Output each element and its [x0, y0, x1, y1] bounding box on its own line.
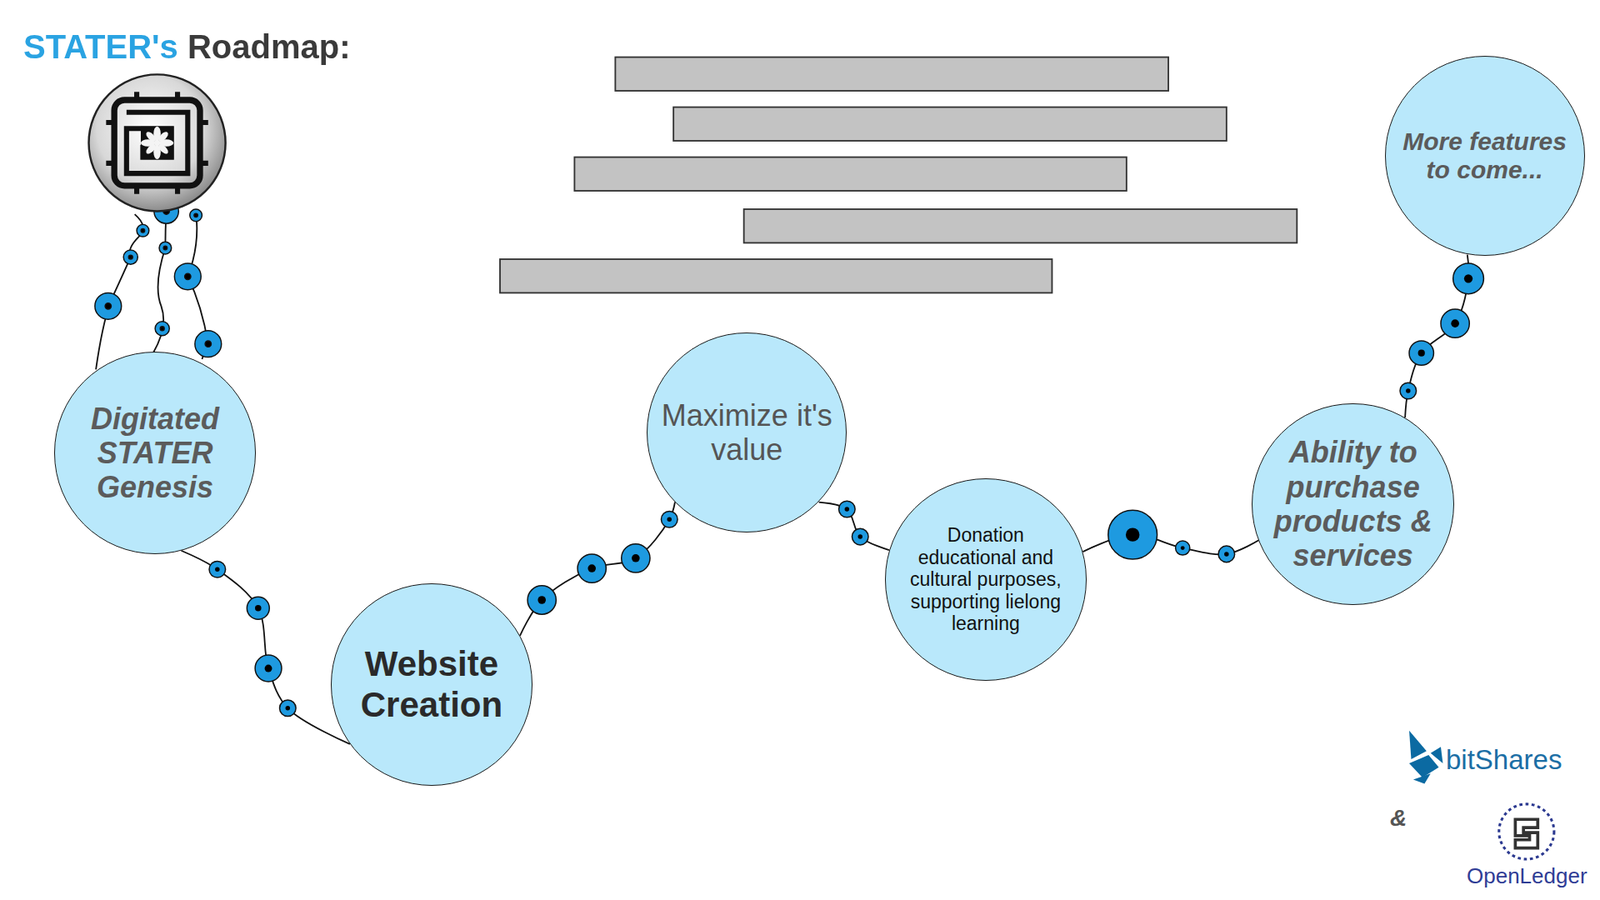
connector-group — [1400, 255, 1484, 418]
bead-dot — [285, 705, 290, 710]
bead-dot — [858, 534, 863, 539]
roadmap-circle: Donation educational and cultural purpos… — [885, 478, 1087, 680]
path-bead — [280, 700, 297, 717]
node-text: Ability to purchase products & services — [1274, 435, 1433, 573]
circle-text-wrap: Digitated STATER Genesis — [74, 401, 236, 505]
stater-logo — [89, 74, 226, 211]
bead-dot — [265, 665, 273, 673]
logo-strings — [95, 209, 209, 370]
path-bead — [1453, 263, 1485, 295]
ampersand-label: & — [1390, 805, 1407, 832]
bead-dot — [1125, 527, 1140, 541]
bead-dot — [1418, 350, 1425, 357]
path-bead — [1400, 382, 1417, 400]
path-bead — [839, 500, 856, 518]
circle-text-wrap: Maximize it's value — [650, 398, 845, 468]
path-bead — [1409, 340, 1434, 365]
path-bead — [621, 544, 650, 573]
bead-dot — [215, 567, 220, 572]
bead-dot — [1180, 545, 1185, 550]
bead-dot — [255, 605, 262, 612]
circle-text-wrap: More features to come... — [1387, 127, 1582, 185]
roadmap-circle: Maximize it's value — [646, 332, 847, 533]
roadmap-connector — [180, 550, 350, 745]
path-bead — [851, 528, 869, 545]
bead-dot — [587, 564, 596, 573]
connector-group — [520, 502, 678, 636]
bead-dot — [1405, 388, 1410, 393]
node-text: Digitated STATER Genesis — [90, 401, 220, 505]
node-text: Website Creation — [360, 644, 503, 724]
roadmap-circle: Digitated STATER Genesis — [54, 351, 256, 554]
node-text: Donation educational and cultural purpos… — [910, 524, 1062, 635]
diagram-title: STATER's Roadmap: — [23, 28, 351, 66]
bitshares-wordmark: bitShares — [1445, 744, 1562, 776]
circle-text-wrap: Donation educational and cultural purpos… — [909, 524, 1063, 635]
bead-dot — [631, 554, 640, 563]
bitshares-icon — [1409, 730, 1443, 785]
redaction-bars — [500, 57, 1297, 294]
path-bead — [1108, 510, 1158, 560]
path-bead — [209, 560, 226, 578]
path-bead — [660, 510, 678, 528]
roadmap-circle: Ability to purchase products & services — [1251, 403, 1454, 605]
bead-dot — [537, 595, 546, 605]
path-bead — [527, 585, 556, 615]
roadmap-connector — [520, 502, 675, 636]
roadmap-circle: Website Creation — [330, 583, 533, 785]
path-bead — [1440, 309, 1470, 338]
logo-beads — [95, 199, 222, 358]
node-text: Maximize it's value — [661, 398, 833, 467]
connector-group — [180, 550, 350, 745]
circle-text-wrap: Website Creation — [345, 644, 520, 725]
roadmap-circle: More features to come... — [1385, 55, 1585, 256]
openledger-icon — [1499, 804, 1555, 860]
path-bead — [1218, 545, 1235, 563]
bead-dot — [845, 506, 850, 511]
path-bead — [1175, 540, 1190, 555]
bead-dot — [1464, 274, 1473, 283]
bead-dot — [1450, 319, 1460, 328]
bead-dot — [667, 517, 672, 522]
path-bead — [577, 554, 606, 583]
connector-group — [819, 500, 890, 550]
bead-dot — [1224, 551, 1229, 556]
node-text: More features to come... — [1402, 127, 1567, 185]
connector-group — [1082, 510, 1259, 562]
openledger-wordmark: OpenLedger — [1466, 863, 1588, 890]
path-bead — [255, 655, 282, 682]
circle-text-wrap: Ability to purchase products & services — [1265, 435, 1440, 574]
path-bead — [246, 596, 270, 620]
